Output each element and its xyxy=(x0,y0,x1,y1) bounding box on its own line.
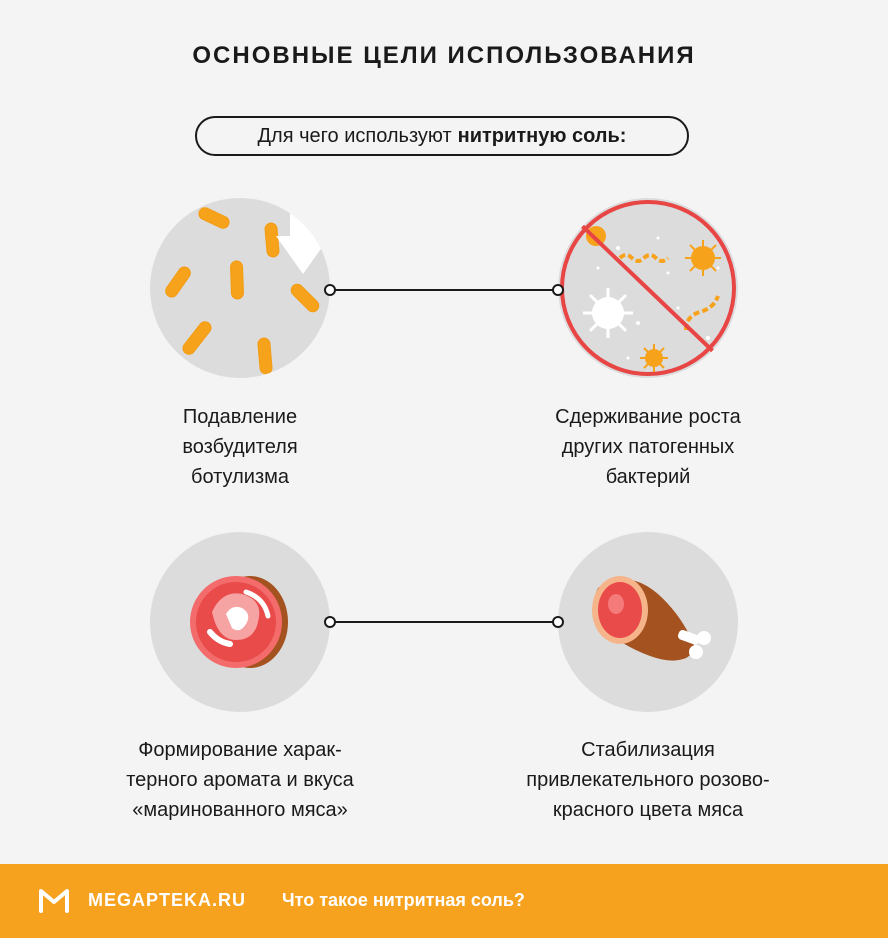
pill-bold: нитритную соль: xyxy=(457,124,627,147)
caption-pathogens: Сдерживание роста других патогенных бакт… xyxy=(555,406,741,488)
megapteka-logo-icon[interactable] xyxy=(38,888,70,914)
connector-top xyxy=(324,284,564,296)
caption-aroma: Формирование харак- терного аромата и вк… xyxy=(126,739,354,821)
caption-botulism: Подавление возбудителя ботулизма xyxy=(182,406,298,488)
brand-name[interactable]: MEGAPTEKA.RU xyxy=(88,890,247,910)
subtitle-pill: Для чего используют нитритную соль: xyxy=(195,116,689,156)
pill-prefix: Для чего используют xyxy=(257,124,452,147)
no-bacteria-icon xyxy=(558,198,738,378)
meat-steak-icon xyxy=(150,532,330,712)
page-title: Основные цели использования xyxy=(192,42,696,69)
bacteria-arrow-icon xyxy=(150,198,330,378)
caption-color: Стабилизация привлекательного розово- кр… xyxy=(526,739,770,821)
ham-leg-icon xyxy=(558,532,738,712)
footer-article-title: Что такое нитритная соль? xyxy=(282,890,525,910)
footer-bar: MEGAPTEKA.RU Что такое нитритная соль? xyxy=(0,864,888,938)
connector-bottom xyxy=(324,616,564,628)
